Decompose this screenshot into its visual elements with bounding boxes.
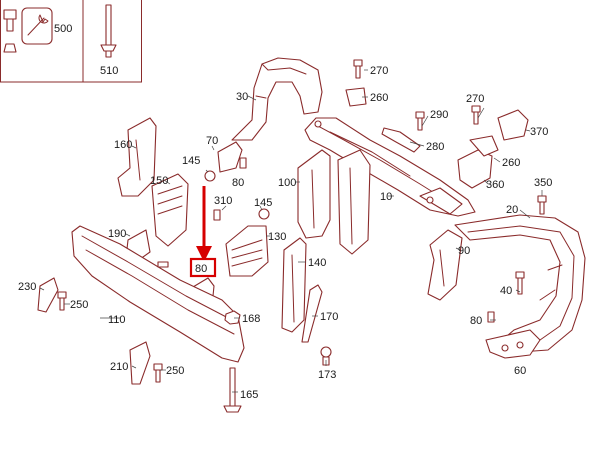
bolt-icon-290 [415, 111, 425, 131]
bolt-icon-80c [487, 311, 495, 323]
part-100-upright [297, 149, 371, 255]
part-label-310: 310 [214, 195, 232, 207]
part-label-370: 370 [530, 126, 548, 138]
part-label-70: 70 [206, 135, 218, 147]
part-label-140: 140 [308, 257, 326, 269]
part-label-150: 150 [150, 175, 168, 187]
bolt-icon-250b [153, 363, 163, 383]
part-labels: 30 270 260 270 290 370 280 260 360 350 2… [18, 65, 552, 401]
part-label-20: 20 [506, 204, 518, 216]
part-label-145-a: 145 [182, 155, 200, 167]
inset-label-500: 500 [54, 23, 72, 35]
part-360-bracket [457, 149, 493, 189]
part-label-250-a: 250 [70, 299, 88, 311]
part-260-clip-upper [345, 87, 367, 107]
part-label-168: 168 [242, 313, 260, 325]
part-label-360: 360 [486, 179, 504, 191]
part-label-170: 170 [320, 311, 338, 323]
long-bolt-icon [100, 4, 117, 58]
bolt-icon-250a [57, 291, 67, 311]
part-label-280: 280 [426, 141, 444, 153]
bolt-icon-270b [471, 105, 481, 125]
wrench-symbol-icon [21, 7, 53, 45]
part-370-bracket [497, 109, 529, 141]
part-label-260-a: 260 [370, 92, 388, 104]
part-230-bracket [37, 277, 59, 313]
highlight-indicator [189, 186, 217, 278]
part-140-member [281, 237, 307, 333]
part-10-cross-member [304, 117, 476, 217]
part-label-270-a: 270 [370, 65, 388, 77]
part-90-vertical-support [427, 229, 463, 301]
bolt-icon-190 [157, 261, 169, 268]
part-label-60: 60 [514, 365, 526, 377]
part-label-250-b: 250 [166, 365, 184, 377]
part-label-230: 230 [18, 281, 36, 293]
bolt-icon-270a [353, 59, 363, 79]
part-label-130: 130 [268, 231, 286, 243]
part-110-bumper-beam [71, 225, 245, 363]
part-label-40: 40 [500, 285, 512, 297]
nut-bolt-icon [3, 9, 17, 53]
part-label-80-b: 80 [195, 263, 207, 275]
bolt-icon-350 [537, 195, 547, 215]
part-label-80-c: 80 [470, 315, 482, 327]
bolt-icon-310 [213, 209, 221, 221]
part-label-110: 110 [108, 314, 126, 326]
part-70-clip [217, 141, 243, 173]
part-30-upper-bracket [231, 57, 323, 141]
part-label-10: 10 [380, 191, 392, 203]
part-label-165: 165 [240, 389, 258, 401]
part-label-160: 160 [114, 139, 132, 151]
part-label-350: 350 [534, 177, 552, 189]
bolt-icon-145b [258, 208, 270, 220]
part-label-100: 100 [278, 177, 296, 189]
part-60-lower-bracket [485, 329, 541, 359]
part-280-bracket [381, 127, 421, 153]
bolt-icon-165 [223, 367, 242, 413]
part-210-bracket [129, 341, 151, 385]
part-label-145-b: 145 [254, 197, 272, 209]
part-label-80-a: 80 [232, 177, 244, 189]
part-label-190: 190 [108, 228, 126, 240]
part-label-270-b: 270 [466, 93, 484, 105]
bolt-icon-40 [515, 271, 525, 295]
part-170-strip [301, 284, 323, 343]
part-150-bracket [151, 173, 189, 247]
fasteners [57, 59, 547, 413]
part-label-210: 210 [110, 361, 128, 373]
part-label-260-b: 260 [502, 157, 520, 169]
inset-label-510: 510 [100, 65, 118, 77]
part-label-290: 290 [430, 109, 448, 121]
part-160-bracket [117, 117, 157, 197]
leader-lines [39, 69, 543, 393]
part-260-clip-lower [469, 135, 499, 157]
part-label-173: 173 [318, 369, 336, 381]
fastener-inset: 500 510 [0, 0, 142, 83]
bolt-icon-80a [239, 157, 247, 169]
part-label-90: 90 [458, 245, 470, 257]
part-label-30: 30 [236, 91, 248, 103]
bolt-icon-168 [224, 310, 241, 325]
part-130-bracket [225, 225, 269, 277]
bolt-icon-145a [204, 170, 216, 182]
